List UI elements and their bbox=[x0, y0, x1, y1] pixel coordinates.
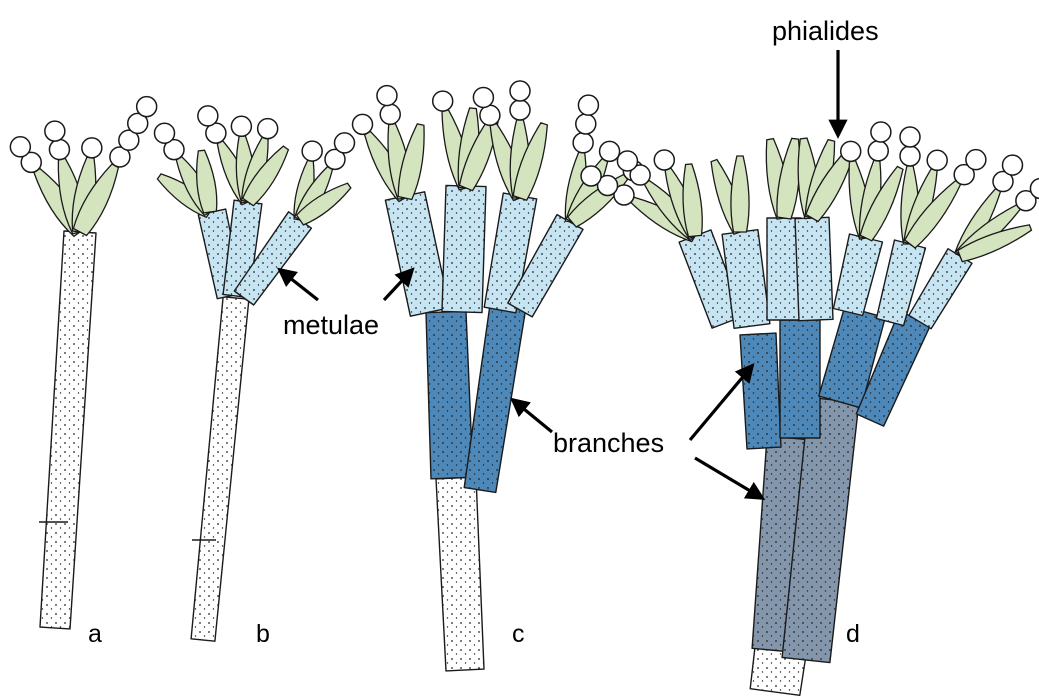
conidium bbox=[868, 141, 888, 161]
stipe-b-texture bbox=[191, 297, 249, 641]
conidium bbox=[1003, 155, 1023, 175]
panel-label-a: a bbox=[88, 622, 102, 647]
conidium bbox=[433, 91, 453, 111]
conidium bbox=[258, 119, 278, 139]
stipe-c-texture bbox=[436, 477, 484, 671]
conidium bbox=[137, 97, 157, 117]
conidium bbox=[841, 141, 861, 161]
conidium bbox=[480, 105, 500, 125]
panel-label-c: c bbox=[512, 622, 525, 647]
arrow-icon bbox=[513, 400, 552, 432]
phialides-label: phialides bbox=[772, 18, 879, 45]
conidium bbox=[49, 140, 69, 160]
conidium bbox=[581, 166, 601, 186]
stipe-a-texture bbox=[40, 231, 96, 629]
conidium bbox=[335, 133, 355, 153]
arrow-icon bbox=[695, 458, 762, 498]
conidium bbox=[377, 86, 397, 106]
conidium bbox=[578, 95, 598, 115]
conidium bbox=[871, 122, 891, 142]
metula-d4-texture bbox=[795, 217, 833, 320]
conidium bbox=[927, 150, 947, 170]
conidium bbox=[900, 146, 920, 166]
panel-label-b: b bbox=[256, 622, 270, 647]
conidium bbox=[473, 87, 493, 107]
conidium bbox=[576, 114, 596, 134]
conidium bbox=[82, 138, 102, 158]
conidium bbox=[155, 123, 175, 143]
phialide bbox=[683, 164, 702, 237]
conidium bbox=[966, 150, 986, 170]
arrow-icon bbox=[280, 270, 318, 300]
metula-c2-texture bbox=[442, 185, 486, 312]
conidium bbox=[10, 137, 30, 157]
branch-d2-texture bbox=[780, 320, 820, 438]
conidium bbox=[380, 104, 400, 124]
conidium bbox=[573, 133, 593, 153]
conidium bbox=[510, 81, 530, 101]
metula-c1-texture bbox=[385, 192, 449, 316]
conidium bbox=[302, 141, 322, 161]
phialide bbox=[731, 156, 749, 232]
conidium bbox=[654, 150, 674, 170]
conidium bbox=[353, 114, 373, 134]
branch-c2-texture bbox=[464, 303, 526, 492]
metulae-label: metulae bbox=[283, 312, 379, 339]
branch-d1-texture bbox=[740, 333, 781, 449]
panel-label-d: d bbox=[846, 622, 860, 647]
arrow-icon bbox=[690, 366, 752, 440]
branches bbox=[426, 303, 931, 662]
conidium bbox=[231, 116, 251, 136]
metula-d5-texture bbox=[833, 234, 882, 316]
conidium bbox=[617, 151, 637, 171]
conidium bbox=[510, 100, 530, 120]
phialide bbox=[777, 138, 800, 219]
branch-c1-texture bbox=[426, 311, 473, 479]
conidium bbox=[198, 106, 218, 126]
conidium bbox=[900, 127, 920, 147]
branches-label: branches bbox=[553, 430, 664, 457]
conidium bbox=[600, 141, 620, 161]
conidium bbox=[45, 121, 65, 141]
